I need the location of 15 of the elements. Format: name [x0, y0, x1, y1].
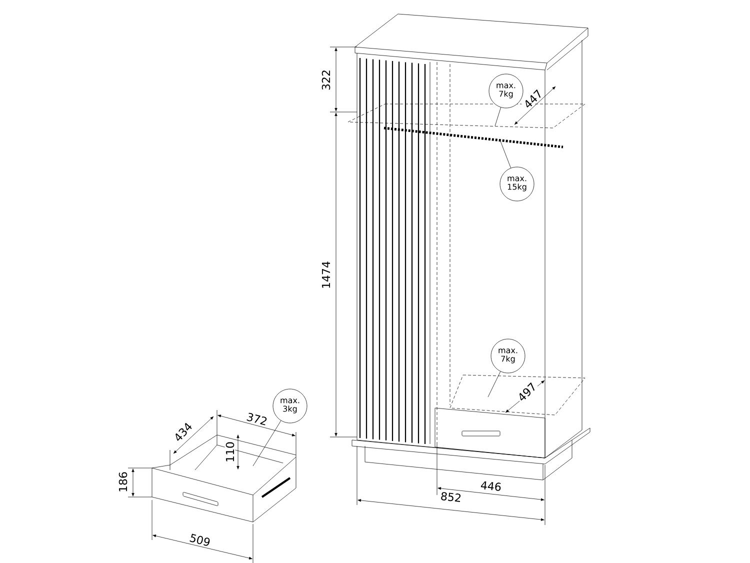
dimension-label: 434 [171, 420, 195, 444]
dimension-label: 447 [521, 87, 545, 111]
dimension-label: 497 [515, 380, 539, 404]
dimension-label: 446 [479, 480, 503, 492]
leader-line [252, 420, 282, 466]
dimension-label: 322 [320, 68, 332, 92]
leader-line [494, 107, 502, 126]
leader-line [488, 371, 501, 398]
dimension-label: 852 [439, 490, 463, 504]
dimension-label: 1474 [321, 260, 332, 290]
dimension-label: 110 [224, 440, 236, 464]
dimension-label: 372 [244, 411, 270, 427]
dimension-label: 186 [118, 470, 128, 494]
leader-line [500, 140, 511, 168]
dimension-label: 509 [188, 532, 212, 548]
